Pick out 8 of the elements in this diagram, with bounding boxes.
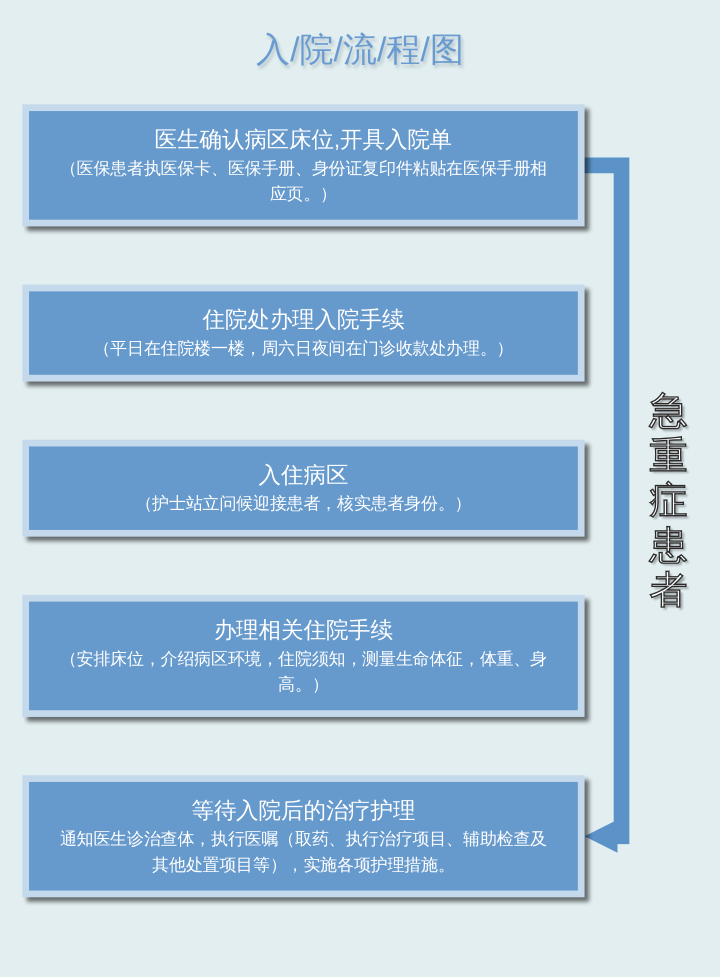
arrow [584, 158, 630, 853]
title: 入/院/流/程/图 [256, 30, 464, 70]
node-box: 住院处办理入院手续 （平日在住院楼一楼，周六日夜间在门诊收款处办理。） [22, 284, 585, 382]
node-box: 等待入院后的治疗护理 通知医生诊治查体，执行医嘱（取药、执行治疗项目、辅助检查及其他处置项目等），实施各项护理措施。 [22, 775, 585, 898]
node-box: 医生确认病区床位,开具入院单 （医保患者执医保卡、医保手册、身份证复印件粘贴在医保手册相应页。） [22, 104, 585, 226]
node-box: 入住病区 （护士站立问候迎接患者，核实患者身份。） [22, 440, 585, 537]
node-box: 办理相关住院手续 （安排床位，介绍病区环境，住院须知，测量生命体征，体重、身高。） [22, 594, 585, 717]
edge-label: 急重症患者 [650, 390, 688, 612]
